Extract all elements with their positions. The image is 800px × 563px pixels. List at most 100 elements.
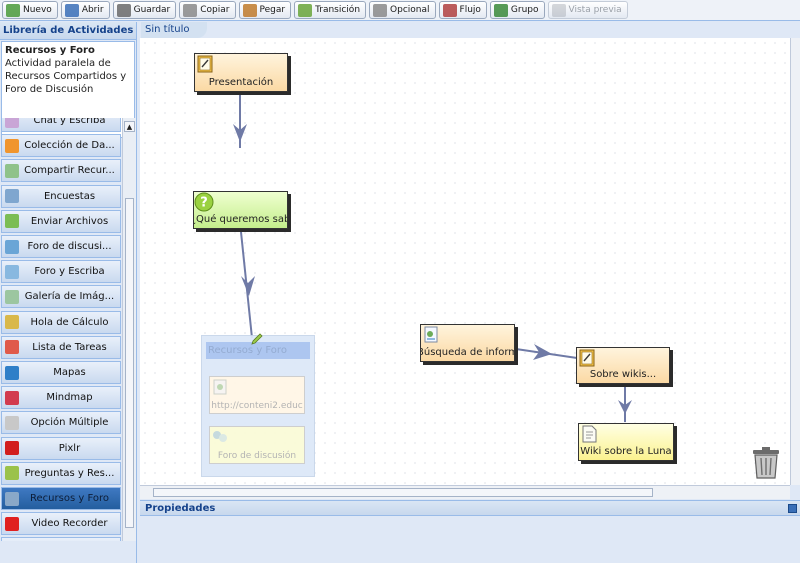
activity-icon — [5, 189, 19, 204]
activity-item[interactable]: Compartir Recur... — [1, 159, 121, 183]
toolbar-button-label: Transición — [315, 5, 361, 15]
group-item-forum[interactable]: Foro de discusión — [209, 426, 305, 464]
activity-item[interactable]: Opción Múltiple — [1, 411, 121, 435]
activity-icon — [5, 491, 19, 506]
guardar-button[interactable]: Guardar — [112, 1, 177, 19]
node-label: Wiki sobre la Luna — [580, 446, 672, 457]
forum-icon — [213, 431, 227, 442]
activity-item-label: Foro y Escriba — [34, 266, 105, 278]
activity-list-scrollbar[interactable]: ▲ — [122, 118, 136, 541]
activity-item[interactable]: Hola de Cálculo — [1, 310, 121, 334]
scrollbar-thumb[interactable] — [153, 488, 653, 497]
activity-item[interactable]: Mapas — [1, 361, 121, 384]
activity-item-label: Mindmap — [46, 392, 93, 404]
group-item-label: http://conteni2.educ — [211, 401, 303, 411]
activity-icon — [5, 365, 19, 380]
preview-magnifier-icon — [551, 3, 566, 17]
activity-item[interactable]: Video Recorder — [1, 512, 121, 536]
activity-item[interactable]: Chat y Escriba — [1, 118, 121, 132]
grupo-button[interactable]: Grupo — [489, 1, 545, 19]
properties-title: Propiedades — [145, 503, 216, 514]
activity-item[interactable]: Votación — [1, 537, 121, 541]
activity-item[interactable]: Enviar Archivos — [1, 209, 121, 233]
activity-item-label: Hola de Cálculo — [30, 316, 109, 328]
activity-item-label: Mapas — [53, 367, 86, 378]
optional-pencil-icon — [373, 3, 388, 17]
copiar-button[interactable]: Copiar — [179, 1, 236, 19]
new-icon — [6, 3, 20, 17]
connector-arrowhead — [618, 400, 632, 414]
activity-item-label: Encuestas — [43, 190, 96, 202]
toolbar-button-label: Abrir — [81, 5, 104, 15]
activity-item[interactable]: Foro y Escriba — [1, 260, 121, 284]
activity-node-wiki-luna[interactable]: Wiki sobre la Luna — [578, 423, 674, 461]
canvas-vertical-scrollbar[interactable] — [790, 38, 800, 485]
transicion-button[interactable]: Transición — [294, 1, 367, 19]
activity-item[interactable]: Encuestas — [1, 184, 121, 208]
tab-sin-titulo[interactable]: Sin título — [141, 22, 207, 38]
toolbar-button-label: Flujo — [459, 5, 481, 15]
activity-item[interactable]: Lista de Tareas — [1, 335, 121, 359]
svg-text:?: ? — [200, 196, 208, 211]
collapse-icon[interactable] — [788, 504, 797, 513]
activity-item-label: Enviar Archivos — [30, 215, 109, 227]
edit-pencil-icon[interactable] — [250, 332, 264, 346]
activity-node-presentacion[interactable]: Presentación — [194, 53, 288, 92]
activity-icon — [5, 118, 19, 128]
paste-icon — [242, 3, 257, 17]
canvas-tab-bar: Sin título — [138, 22, 800, 38]
activity-item[interactable]: Pixlr — [1, 436, 121, 460]
activity-item[interactable]: Galería de Imág... — [1, 285, 121, 309]
canvas-horizontal-scrollbar[interactable] — [140, 485, 790, 499]
notebook-icon — [197, 55, 213, 73]
toolbar-button-label: Grupo — [510, 5, 539, 15]
activity-icon — [5, 441, 19, 456]
toolbar-button-label: Opcional — [390, 5, 430, 15]
node-label: Búsqueda de inform — [420, 347, 515, 358]
activity-item[interactable]: Foro de discusi... — [1, 235, 121, 258]
pegar-button[interactable]: Pegar — [238, 1, 292, 19]
toolbar: Nuevo Abrir Guardar Copiar Pegar Transición Op… — [0, 0, 800, 21]
activity-node-sobre-wikis[interactable]: Sobre wikis... — [576, 347, 670, 384]
activity-node-pregunta[interactable]: ? ¿Qué queremos sab — [193, 191, 288, 229]
activity-node-busqueda[interactable]: Búsqueda de inform — [420, 324, 515, 362]
activity-icon — [5, 390, 19, 405]
activity-item-label: Recursos y Foro — [30, 493, 109, 504]
activity-item[interactable]: Recursos y Foro — [1, 487, 121, 510]
toolbar-button-label: Vista previa — [568, 5, 622, 15]
vista-previa-button: Vista previa — [547, 1, 628, 19]
activity-icon — [5, 163, 19, 178]
scrollbar-thumb[interactable] — [125, 198, 134, 528]
nuevo-button[interactable]: Nuevo — [2, 1, 58, 19]
activity-item-label: Video Recorder — [31, 518, 108, 530]
abrir-button[interactable]: Abrir — [60, 1, 110, 19]
activity-icon — [5, 415, 19, 430]
toolbar-button-label: Copiar — [200, 5, 230, 15]
trash-bin-icon[interactable] — [748, 445, 784, 480]
copy-icon — [183, 3, 198, 17]
group-item-resources[interactable]: http://conteni2.educ — [209, 376, 305, 414]
node-label: ¿Qué queremos sab — [193, 214, 288, 225]
opcional-button[interactable]: Opcional — [369, 1, 436, 19]
activity-icon — [5, 516, 19, 531]
activity-item-label: Chat y Escriba — [33, 118, 106, 126]
flujo-button[interactable]: Flujo — [438, 1, 487, 19]
activity-icon — [5, 264, 19, 279]
activity-icon — [5, 466, 19, 481]
activity-item[interactable]: Preguntas y Res... — [1, 461, 121, 485]
connector-arrowhead — [233, 124, 247, 142]
node-label: Sobre wikis... — [589, 369, 657, 380]
design-canvas[interactable]: Presentación ? ¿Qué queremos sab Recurso… — [140, 38, 790, 485]
activity-description-text: Actividad paralela de Recursos Compartid… — [5, 58, 127, 95]
activity-item[interactable]: Colección de Da... — [1, 134, 121, 158]
connector-arrowhead — [533, 344, 552, 360]
activity-group-recursos-y-foro[interactable]: Recursos y Foro http://conteni2.educ For… — [201, 335, 315, 477]
open-folder-icon — [64, 3, 79, 17]
shared-resources-icon — [213, 379, 227, 395]
activity-item[interactable]: Mindmap — [1, 386, 121, 410]
activity-item-label: Colección de Da... — [24, 140, 115, 152]
scroll-up-arrow-icon[interactable]: ▲ — [124, 121, 135, 132]
activity-icon — [5, 214, 19, 229]
activity-icon — [5, 315, 19, 330]
